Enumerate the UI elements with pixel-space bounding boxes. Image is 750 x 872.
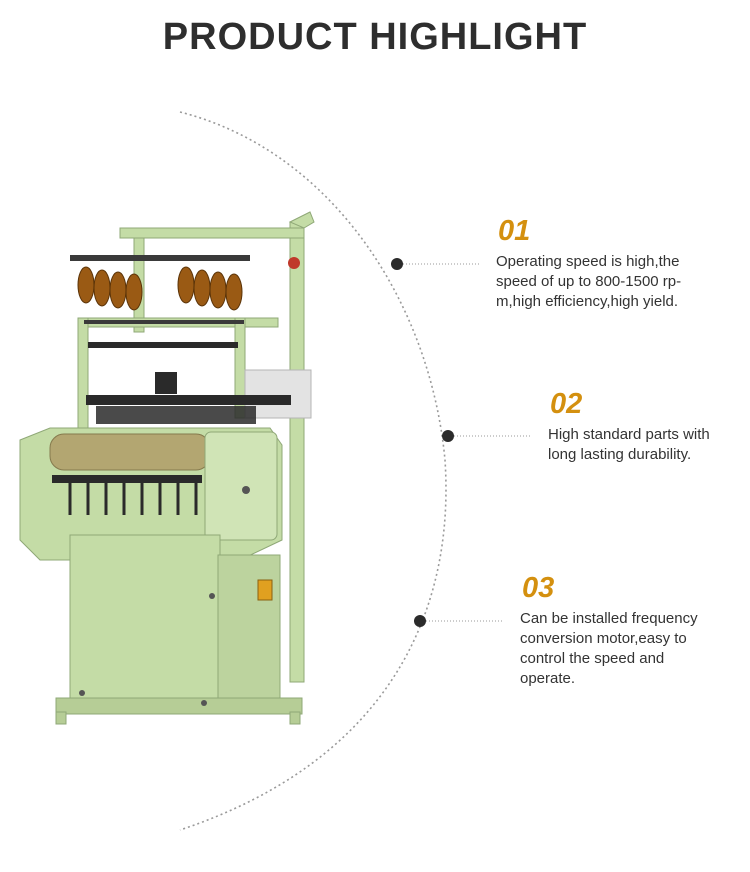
marker-01 bbox=[391, 258, 480, 270]
highlight-02-line: High standard parts with bbox=[548, 426, 710, 443]
highlight-text-01: Operating speed is high,the speed of up … bbox=[496, 252, 681, 312]
highlight-number-02: 02 bbox=[550, 388, 583, 420]
highlight-number-01: 01 bbox=[498, 215, 531, 247]
highlight-01-line: speed of up to 800-1500 rp- bbox=[496, 273, 682, 290]
marker-02 bbox=[442, 430, 532, 442]
highlight-01-line: Operating speed is high,the bbox=[496, 253, 680, 270]
highlight-number-03: 03 bbox=[522, 572, 555, 604]
page-title: PRODUCT HIGHLIGHT bbox=[162, 16, 588, 58]
highlight-03-line: operate. bbox=[520, 670, 576, 687]
marker-03 bbox=[414, 615, 504, 627]
highlight-03-line: conversion motor,easy to bbox=[520, 630, 687, 647]
highlight-text-03: Can be installed frequency conversion mo… bbox=[520, 609, 698, 689]
highlight-02-line: long lasting durability. bbox=[548, 446, 692, 463]
highlight-01-line: m,high efficiency,high yield. bbox=[496, 293, 679, 310]
highlight-03-line: control the speed and bbox=[520, 650, 665, 667]
highlight-03-line: Can be installed frequency bbox=[520, 610, 698, 627]
highlight-text-02: High standard parts with long lasting du… bbox=[548, 425, 710, 465]
